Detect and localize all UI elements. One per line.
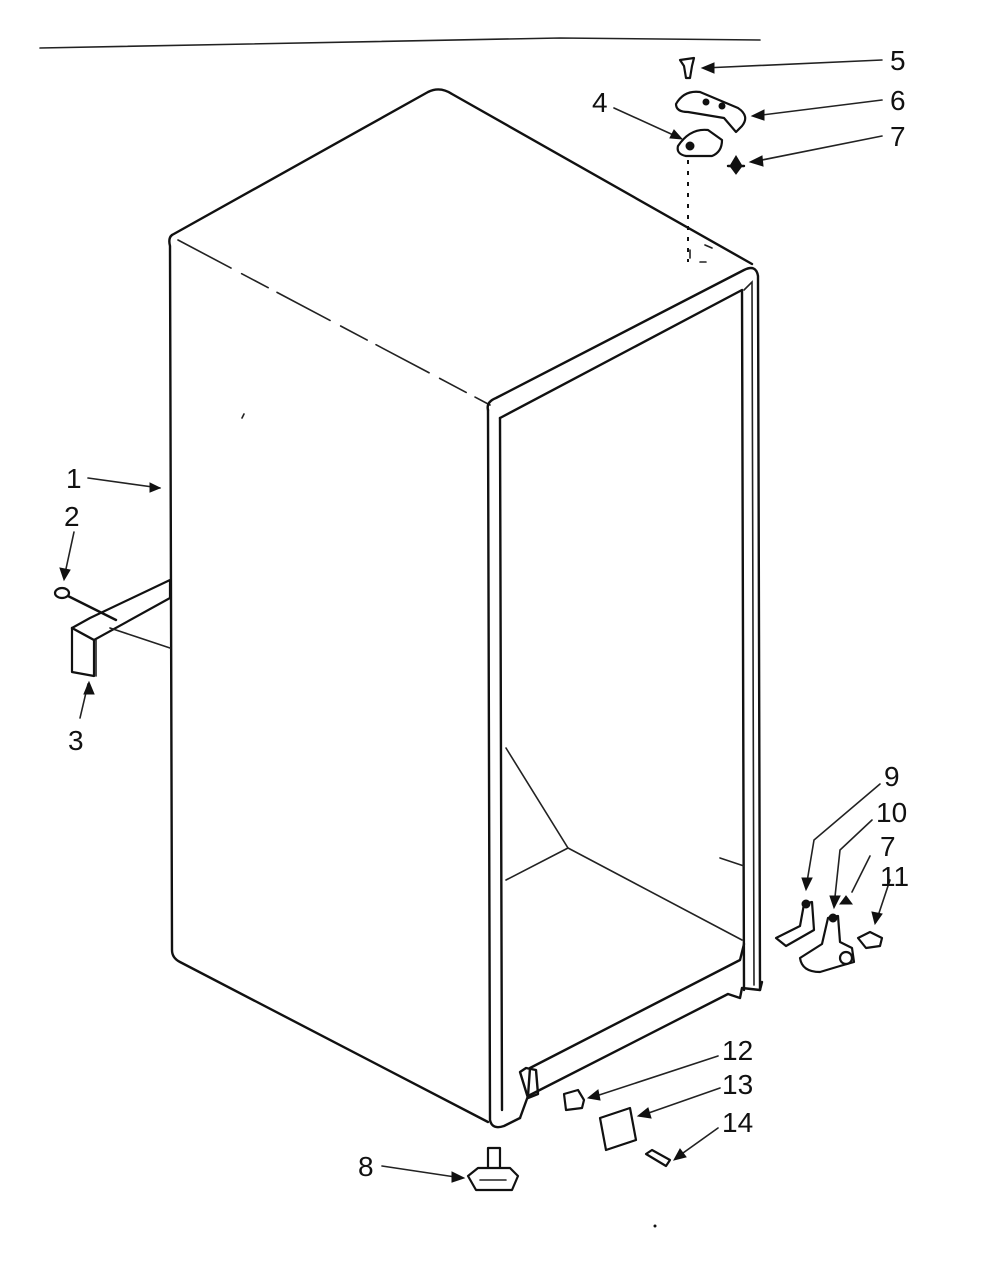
callout-7-bottom: 7: [880, 831, 896, 862]
part-4-hinge-plate: [676, 128, 724, 158]
callout-11: 11: [880, 861, 909, 892]
part-3-rail: [70, 578, 172, 678]
part-11-pin: [856, 930, 884, 950]
callout-12: 12: [722, 1035, 753, 1066]
callout-4: 4: [592, 87, 608, 118]
callout-2: 2: [64, 501, 80, 532]
callout-10: 10: [876, 797, 907, 828]
part-8-leveling-leg: [466, 1146, 520, 1192]
part-6-top-hinge: [674, 90, 747, 134]
top-border-line: [39, 37, 761, 49]
part-10-hinge-pin-bracket: [798, 913, 856, 974]
cabinet: [168, 88, 764, 1129]
part-13-plate: [598, 1106, 638, 1152]
leader-lines: [59, 59, 891, 1183]
part-7-top-nut: [726, 155, 746, 175]
callout-9: 9: [884, 761, 900, 792]
callout-8: 8: [358, 1151, 374, 1182]
part-2-screw: [53, 586, 118, 622]
callout-6: 6: [890, 85, 906, 116]
callout-labels: 1 2 3 4 5 6 7 8 9 10 7 11 12 13 14: [64, 45, 909, 1182]
part-9-bottom-hinge: [774, 899, 816, 948]
part-5-screw: [678, 56, 696, 80]
part-14-screw: [644, 1148, 672, 1168]
callout-1: 1: [66, 463, 82, 494]
part-7-bottom-nut: [839, 895, 853, 905]
callout-14: 14: [722, 1107, 753, 1138]
callout-3: 3: [68, 725, 84, 756]
part-12-clip: [562, 1088, 586, 1112]
callout-5: 5: [890, 45, 906, 76]
callout-7-top: 7: [890, 121, 906, 152]
callout-13: 13: [722, 1069, 753, 1100]
stray-dot: [653, 1224, 657, 1228]
